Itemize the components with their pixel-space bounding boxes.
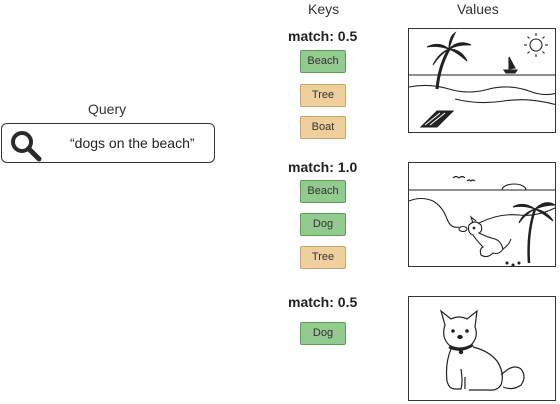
key-beach: Beach: [300, 50, 346, 73]
towel-icon: [419, 110, 455, 128]
key-tree: Tree: [300, 84, 346, 107]
query-search-box[interactable]: “dogs on the beach”: [1, 123, 215, 163]
sun-icon: [524, 33, 548, 57]
value-image-beach: [408, 28, 556, 133]
value-image-dog: [408, 296, 556, 401]
value-image-dog-on-beach: [408, 162, 556, 267]
match-score-2: match: 1.0: [288, 159, 358, 175]
query-text: “dogs on the beach”: [70, 135, 195, 151]
sitting-dog-icon: [439, 309, 525, 391]
search-icon: [11, 131, 42, 162]
frisbee-icon: [458, 225, 468, 233]
key-dog: Dog: [300, 213, 346, 236]
palm-tree-icon: [426, 31, 472, 90]
match-score-3: match: 0.5: [288, 294, 358, 310]
sailboat-icon: [502, 56, 519, 74]
values-header: Values: [457, 1, 499, 17]
jumping-dog-icon: [467, 215, 512, 258]
palm-tree-icon: [512, 202, 555, 264]
key-boat: Boat: [300, 116, 346, 139]
key-beach: Beach: [300, 180, 346, 203]
key-dog: Dog: [300, 322, 346, 345]
key-tree: Tree: [300, 246, 346, 269]
match-score-1: match: 0.5: [288, 28, 358, 44]
keys-header: Keys: [308, 1, 340, 17]
query-label: Query: [88, 101, 127, 117]
